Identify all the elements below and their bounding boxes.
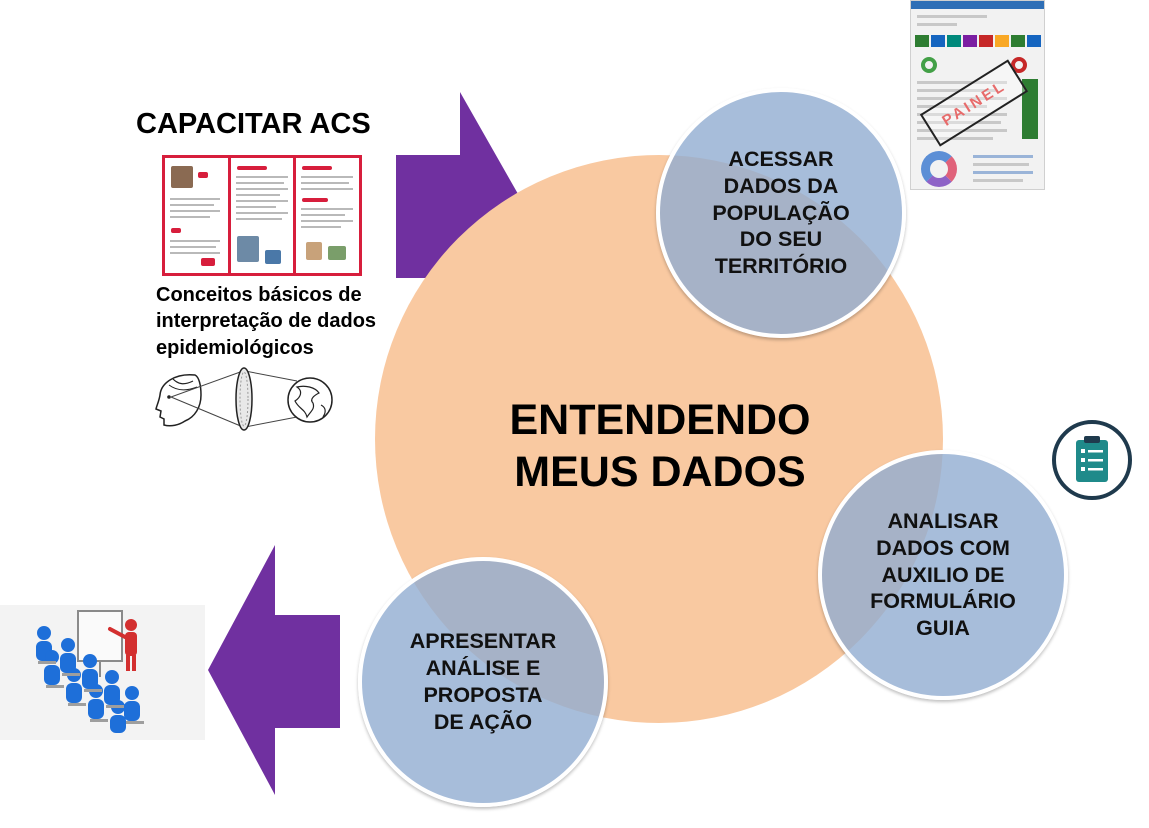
presentation-audience-icon (0, 605, 205, 740)
step-present-analysis-circle: APRESENTAR ANÁLISE E PROPOSTA DE AÇÃO (358, 557, 608, 807)
step-present-label: APRESENTAR ANÁLISE E PROPOSTA DE AÇÃO (409, 629, 557, 734)
concepts-text: Conceitos básicos de interpretação de da… (156, 284, 377, 359)
brochure-panel (230, 158, 294, 273)
step-access-label: ACESSAR DADOS DA POPULAÇÃO DO SEU TERRIT… (712, 146, 850, 279)
clipboard-checklist-icon (1050, 418, 1134, 502)
brochure-image (162, 155, 362, 276)
dashboard-header-bar (911, 1, 1044, 9)
dashboard-screenshot (910, 0, 1045, 190)
arrow-right-to-diagram (396, 92, 530, 342)
eye-lens-globe-icon (155, 367, 333, 431)
center-title: ENTENDENDO MEUS DADOS (509, 396, 811, 496)
brochure-panel (296, 158, 360, 273)
arrow-left-to-presentation (208, 545, 340, 795)
capacitar-title: CAPACITAR ACS (136, 108, 371, 140)
step-access-data-circle: ACESSAR DADOS DA POPULAÇÃO DO SEU TERRIT… (656, 88, 906, 338)
brochure-panel (165, 158, 228, 273)
step-analyze-label: ANALISAR DADOS COM AUXILIO DE FORMULÁRIO… (870, 508, 1016, 641)
step-analyze-data-circle: ANALISAR DADOS COM AUXILIO DE FORMULÁRIO… (818, 450, 1068, 700)
